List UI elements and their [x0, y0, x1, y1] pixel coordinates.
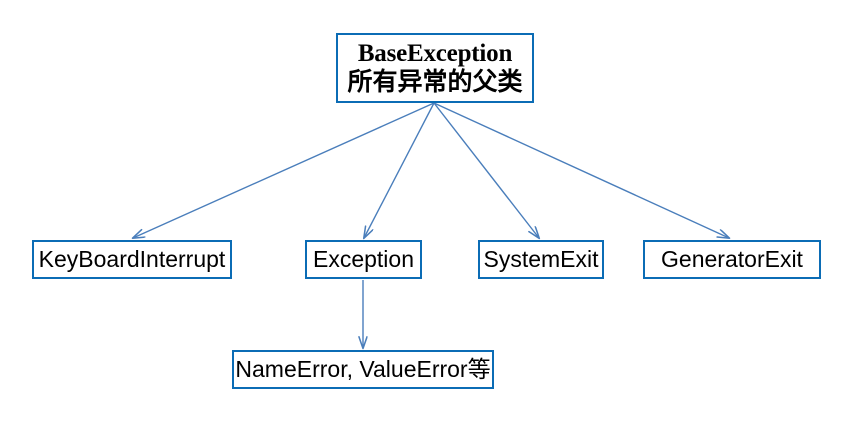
node-keyboardinterrupt[interactable]: KeyBoardInterrupt — [32, 240, 232, 279]
node-generatorexit-label: GeneratorExit — [661, 246, 803, 273]
node-subexceptions[interactable]: NameError, ValueError等 — [232, 350, 494, 389]
node-exception-label: Exception — [312, 246, 414, 273]
node-generatorexit[interactable]: GeneratorExit — [643, 240, 821, 279]
node-systemexit[interactable]: SystemExit — [478, 240, 604, 279]
node-baseexception-latin-label: BaseException — [357, 40, 513, 68]
edge-root-to-keyboardinterrupt — [133, 102, 435, 238]
node-keyboardinterrupt-label: KeyBoardInterrupt — [38, 246, 226, 273]
node-baseexception[interactable]: BaseException 所有异常的父类 — [336, 33, 534, 103]
node-subexceptions-label: NameError, ValueError等 — [235, 356, 491, 383]
edge-root-to-systemexit — [433, 102, 539, 238]
edge-root-to-generatorexit — [433, 102, 729, 238]
edge-root-to-exception — [364, 102, 435, 238]
node-exception[interactable]: Exception — [305, 240, 422, 279]
node-systemexit-label: SystemExit — [483, 246, 599, 273]
node-baseexception-cjk-label: 所有异常的父类 — [347, 66, 523, 96]
